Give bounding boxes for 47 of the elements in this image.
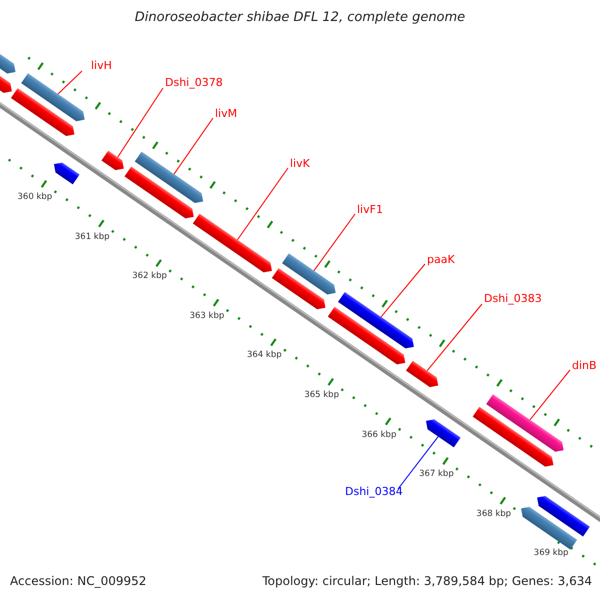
gene-bar	[406, 360, 438, 388]
leader-line	[117, 88, 164, 158]
gene-label: Dshi_0384	[345, 486, 403, 497]
footer-text: Accession: NC_009952	[10, 575, 146, 587]
leader-line	[313, 214, 356, 272]
leader-line	[237, 168, 288, 240]
gene-label: Dshi_0383	[484, 293, 542, 304]
scale-label: 369 kbp	[534, 549, 568, 558]
leader-line	[530, 370, 570, 420]
gene-bar	[486, 394, 564, 452]
scale-label: 364 kbp	[246, 351, 282, 360]
scale-label: 363 kbp	[190, 312, 224, 320]
leader-line	[426, 304, 482, 372]
gene-bar	[134, 152, 204, 203]
scale-label: 360 kbp	[18, 192, 52, 202]
gene-bar	[124, 166, 194, 218]
title: Dinoroseobacter shibae DFL 12, complete genome	[134, 11, 466, 24]
gene-bar	[192, 214, 272, 272]
footer-text: Topology: circular; Length: 3,789,584 bp; Genes: 3,634	[262, 575, 592, 587]
scale-label: 362 kbp	[132, 272, 167, 281]
scale-label: 366 kbp	[362, 430, 396, 439]
gene-label: livH	[91, 60, 112, 71]
scale-label: 367 kbp	[419, 470, 454, 478]
gene-label: paaK	[427, 254, 455, 265]
gene-bar	[328, 306, 406, 364]
gene-bar	[472, 406, 554, 467]
gene-bar	[521, 506, 578, 550]
gene-label: livK	[290, 158, 310, 169]
gene-label: livM	[215, 108, 238, 119]
gene-bar	[21, 73, 85, 122]
scale-label: 365 kbp	[304, 390, 339, 400]
gene-label: Dshi_0378	[165, 77, 223, 88]
gene-bar	[10, 88, 74, 136]
leader-line	[380, 264, 426, 318]
scale-label: 368 kbp	[476, 510, 512, 518]
scale-label: 361 kbp	[74, 232, 110, 241]
gene-bar	[537, 496, 590, 537]
gene-label: dinB	[572, 360, 597, 371]
gene-bar	[282, 253, 336, 294]
gene-bar	[426, 419, 461, 448]
gene-bar	[54, 162, 80, 184]
gene-bar	[338, 292, 414, 348]
leader-line	[58, 70, 82, 94]
gene-bar	[272, 268, 326, 310]
gene-label: livF1	[357, 204, 383, 215]
leader-line	[174, 118, 214, 175]
gene-bar	[101, 150, 124, 170]
